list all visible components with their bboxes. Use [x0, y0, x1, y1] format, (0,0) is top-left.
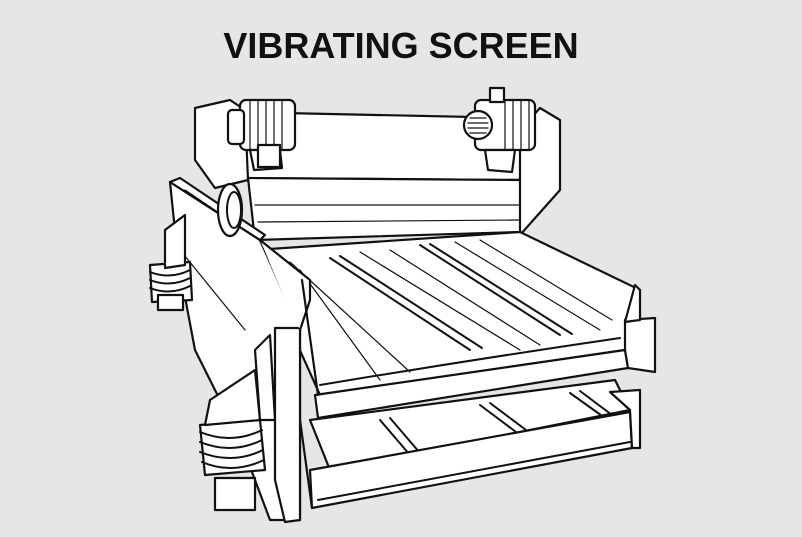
motor-left [226, 98, 297, 172]
upper-deck-trough [313, 283, 657, 420]
page-title: VIBRATING SCREEN [223, 25, 579, 66]
motor-right [462, 86, 537, 174]
upper-deck [253, 230, 642, 397]
side-frame-rail [258, 238, 320, 510]
drive-beam [233, 110, 522, 242]
spring-mount-front [198, 333, 277, 512]
spring-mount-back [148, 213, 194, 312]
lower-deck-trough [308, 388, 642, 510]
